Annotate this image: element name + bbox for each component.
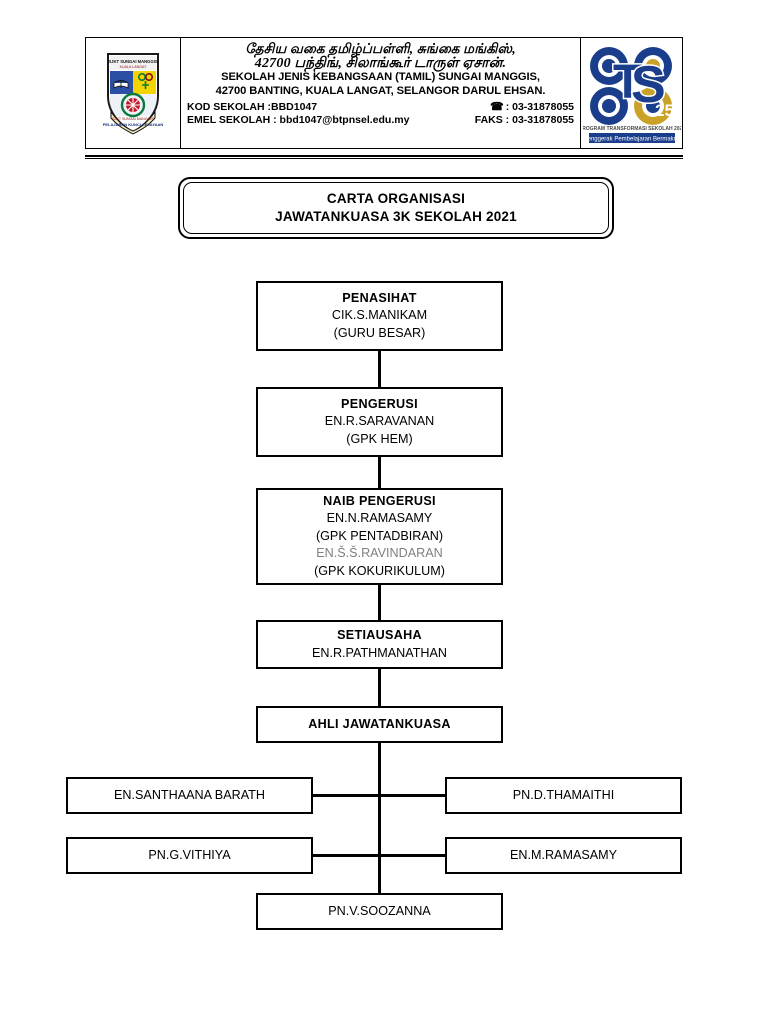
connector-row2-right xyxy=(378,854,446,857)
contact-row-phone: KOD SEKOLAH :BBD1047 ☎: 03-31878055 xyxy=(187,101,574,114)
node-ahli-jawatankuasa[interactable]: AHLI JAWATANKUASA xyxy=(256,706,503,743)
node-naib-name-2: EN.Š.Š.RAVINDARAN xyxy=(316,546,443,561)
school-crest-icon: SJKT SUNGAI MANGGIS KUALA LANGAT SJKT SU… xyxy=(102,50,164,136)
svg-text:PELAJARAN KUNCI KEJAYAAN: PELAJARAN KUNCI KEJAYAAN xyxy=(103,122,164,127)
connector-pengerusi-naib xyxy=(378,455,381,488)
tamil-address-line-1: தேசிய வகை தமிழ்ப்பள்ளி, சுங்கை மங்கிஸ், xyxy=(245,41,516,56)
school-letterhead: SJKT SUNGAI MANGGIS KUALA LANGAT SJKT SU… xyxy=(85,37,685,149)
connector-ahli-members xyxy=(378,742,381,894)
node-setiausaha-name: EN.R.PATHMANATHAN xyxy=(311,645,448,660)
chart-title-box: CARTA ORGANISASI JAWATANKUASA 3K SEKOLAH… xyxy=(178,177,614,239)
node-pengerusi-role: (GPK HEM) xyxy=(346,431,413,446)
contact-block: KOD SEKOLAH :BBD1047 ☎: 03-31878055 EMEL… xyxy=(187,101,574,127)
tamil-address-line-2: 42700 பந்திங், சிலாங்கூர் டாருள் ஏசான். xyxy=(254,56,507,71)
school-address-line: 42700 BANTING, KUALA LANGAT, SELANGOR DA… xyxy=(215,84,546,97)
node-member-center[interactable]: PN.V.SOOZANNA xyxy=(256,893,503,930)
svg-text:SJKT SUNGAI MANGGIS: SJKT SUNGAI MANGGIS xyxy=(112,117,154,121)
node-naib-role-2: (GPK KOKURIKULUM) xyxy=(314,563,445,578)
svg-text:S: S xyxy=(631,56,666,114)
node-member-left-1[interactable]: EN.SANTHAANA BARATH xyxy=(66,777,313,814)
node-naib-name-1: EN.N.RAMASAMY xyxy=(326,511,433,526)
letterhead-text-block: தேசிய வகை தமிழ்ப்பள்ளி, சுங்கை மங்கிஸ், … xyxy=(181,38,580,148)
chart-title-line-1: CARTA ORGANISASI xyxy=(326,191,466,206)
school-name-line: SEKOLAH JENIS KEBANGSAAN (TAMIL) SUNGAI … xyxy=(221,71,540,83)
node-pengerusi[interactable]: PENGERUSI EN.R.SARAVANAN (GPK HEM) xyxy=(256,387,503,457)
ts25-logo-cell: T S 25 PROGRAM TRANSFORMASI SEKOLAH 2025… xyxy=(578,38,685,148)
chart-title-line-2: JAWATANKUASA 3K SEKOLAH 2021 xyxy=(275,209,517,224)
node-ahli-title: AHLI JAWATANKUASA xyxy=(308,716,451,731)
svg-text:25: 25 xyxy=(655,101,674,120)
contact-row-fax: EMEL SEKOLAH : bbd1047@btpnsel.edu.my FA… xyxy=(187,114,574,127)
node-naib-pengerusi[interactable]: NAIB PENGERUSI EN.N.RAMASAMY (GPK PENTAD… xyxy=(256,488,503,585)
member-name: PN.V.SOOZANNA xyxy=(328,903,431,918)
connector-row1-left xyxy=(312,794,380,797)
node-penasihat-name: CIK.S.MANIKAM xyxy=(331,308,428,323)
node-penasihat-title: PENASIHAT xyxy=(342,290,417,305)
node-penasihat-role: (GURU BESAR) xyxy=(333,325,426,340)
svg-text:T: T xyxy=(613,56,642,109)
connector-penasihat-pengerusi xyxy=(378,350,381,390)
header-divider-rule xyxy=(85,155,683,159)
connector-row2-left xyxy=(312,854,380,857)
school-email-label: EMEL SEKOLAH : bbd1047@btpnsel.edu.my xyxy=(187,114,410,126)
node-penasihat[interactable]: PENASIHAT CIK.S.MANIKAM (GURU BESAR) xyxy=(256,281,503,351)
connector-setiausaha-ahli xyxy=(378,668,381,706)
node-member-right-2[interactable]: EN.M.RAMASAMY xyxy=(445,837,682,874)
member-name: EN.SANTHAANA BARATH xyxy=(114,787,265,802)
member-name: PN.G.VITHIYA xyxy=(148,847,231,862)
ts25-logo-icon: T S 25 PROGRAM TRANSFORMASI SEKOLAH 2025… xyxy=(578,40,685,146)
node-setiausaha-title: SETIAUSAHA xyxy=(337,628,422,642)
node-member-left-2[interactable]: PN.G.VITHIYA xyxy=(66,837,313,874)
phone-number: : 03-31878055 xyxy=(505,101,574,113)
node-pengerusi-title: PENGERUSI xyxy=(341,396,418,411)
svg-text:Penggerak Pembelajaran Bermakn: Penggerak Pembelajaran Bermakna xyxy=(583,137,680,143)
school-code-label: KOD SEKOLAH :BBD1047 xyxy=(187,101,318,113)
fax-number: FAKS : 03-31878055 xyxy=(474,114,574,126)
node-naib-role-1: (GPK PENTADBIRAN) xyxy=(315,528,444,543)
member-name: EN.M.RAMASAMY xyxy=(509,847,618,862)
phone-value-group: ☎: 03-31878055 xyxy=(490,101,574,114)
connector-naib-setiausaha xyxy=(378,583,381,621)
svg-text:SJKT SUNGAI MANGGIS: SJKT SUNGAI MANGGIS xyxy=(108,59,158,64)
node-member-right-1[interactable]: PN.D.THAMAITHI xyxy=(445,777,682,814)
chart-title-inner: CARTA ORGANISASI JAWATANKUASA 3K SEKOLAH… xyxy=(183,182,609,234)
school-crest-cell: SJKT SUNGAI MANGGIS KUALA LANGAT SJKT SU… xyxy=(86,38,181,148)
node-naib-title: NAIB PENGERUSI xyxy=(323,493,436,508)
node-setiausaha[interactable]: SETIAUSAHA EN.R.PATHMANATHAN xyxy=(256,620,503,669)
svg-text:KUALA LANGAT: KUALA LANGAT xyxy=(120,65,148,69)
svg-text:PROGRAM TRANSFORMASI SEKOLAH 2: PROGRAM TRANSFORMASI SEKOLAH 2025 xyxy=(583,126,681,132)
connector-row1-right xyxy=(378,794,446,797)
member-name: PN.D.THAMAITHI xyxy=(512,787,615,802)
telephone-icon: ☎ xyxy=(489,101,504,113)
node-pengerusi-name: EN.R.SARAVANAN xyxy=(324,414,435,429)
